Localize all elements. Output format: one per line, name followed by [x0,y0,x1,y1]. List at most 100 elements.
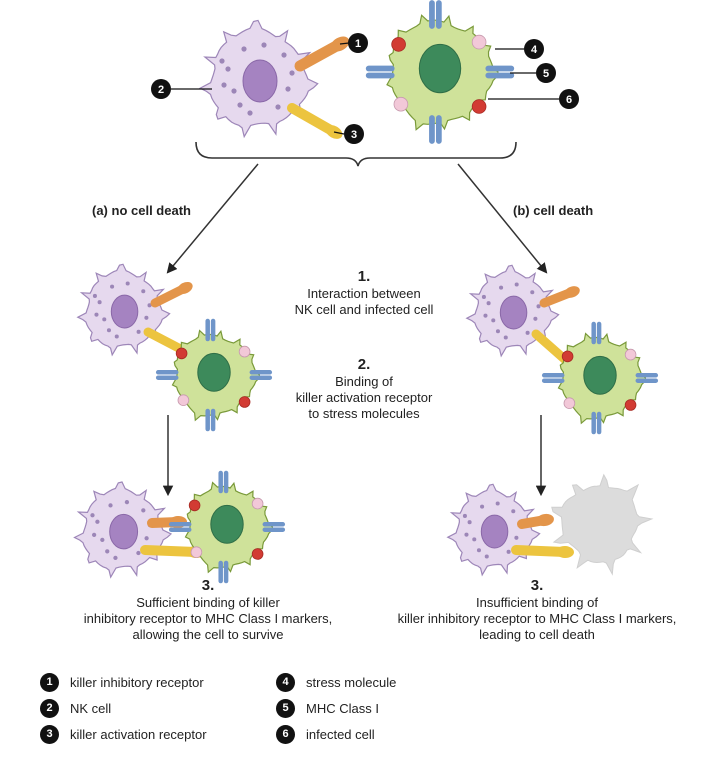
nk-granule [136,329,141,334]
step-1-number: 1. [357,268,371,285]
step-3-right-line-3: leading to cell death [479,627,595,642]
nk-granule [94,312,99,317]
infected-cell-step2-right [541,321,659,435]
legend-label: killer activation receptor [70,726,207,742]
nk-granule [92,293,97,298]
nk-granule [289,70,295,76]
nk-granule [219,58,225,64]
callout-badge [536,63,556,83]
step-2-number: 2. [357,356,371,373]
callout-leader [333,131,345,135]
nk-cell-nucleus [110,294,139,329]
grouping-bracket [195,141,517,167]
nk-granule [237,102,243,108]
nk-cell-step3-right [446,483,574,577]
infected-cell-top [365,0,515,144]
stress-molecule [561,350,574,363]
callout-badge [344,124,364,144]
stress-molecule [393,96,409,112]
step-3-left-line-1: Sufficient binding of killer [136,595,280,610]
stress-molecule [175,347,188,360]
nk-granule [124,499,130,505]
callout-badge [559,89,579,109]
step-1-line-2: NK cell and infected cell [294,302,434,317]
nk-granule [506,549,511,554]
nk-granule [503,335,508,340]
legend-badge-6: 6 [276,724,295,744]
stress-molecule [238,345,251,358]
nk-granule [221,82,227,88]
nk-granule [285,86,291,92]
receptor-head [177,281,193,295]
nk-granule [464,532,469,537]
nk-granule [530,290,535,295]
nk-granule [225,66,231,72]
nk-granule [499,285,504,290]
infected-cell-nucleus [418,43,462,94]
receptor-head [556,545,574,559]
stress-molecule [391,37,406,52]
nk-granule [141,508,146,513]
callout-number: 1 [355,38,361,50]
legend-item-killer-inhibitory-receptor: 1 killer inhibitory receptor [40,672,204,692]
nk-granule [495,501,500,506]
stress-molecule [471,34,487,50]
nk-granule [514,535,519,540]
nk-granule [472,537,477,542]
nk-granule [536,304,541,309]
nk-granule [247,110,253,116]
nk-granule [481,294,486,299]
callout-4: 4 [495,39,544,59]
step-3-right-line-1: Insufficient binding of [476,595,598,610]
legend-label: MHC Class I [306,700,379,716]
infected-cell-nucleus [197,352,231,392]
nk-granule [110,284,115,289]
stress-molecule [624,348,637,361]
stress-molecule [177,394,190,407]
nk-granule [105,549,110,554]
nk-granule [462,513,467,518]
callout-number: 2 [158,84,164,96]
nk-granule [144,315,149,320]
stress-molecule [251,548,264,560]
nk-granule [91,532,97,538]
stress-molecule [188,499,201,512]
step-3-left-line-2: inhibitory receptor to MHC Class I marke… [83,611,333,626]
nk-granule [95,519,100,524]
callout-badge [524,39,544,59]
nk-granule [106,328,111,333]
nk-granule [476,548,481,553]
nk-granule [141,289,146,294]
callout-number: 5 [543,68,549,80]
nk-cell-nucleus [109,513,139,550]
nk-granule [514,282,519,287]
callout-5: 5 [510,63,556,83]
legend-item-killer-activation-receptor: 3 killer activation receptor [40,724,207,744]
legend-item-nk-cell: 2 NK cell [40,698,111,718]
callout-badge [348,33,368,53]
infected-cell-nucleus [210,504,244,544]
nk-granule [467,520,472,525]
nk-cell-nucleus [480,514,509,549]
step-1-line-1: Interaction between [307,286,421,301]
step-3-left-number: 3. [201,577,215,594]
legend-badge-2: 2 [40,698,59,718]
nk-granule [511,509,516,514]
step-3-right-text: 3. Insufficient binding of killer inhibi… [372,577,702,643]
legend-item-infected-cell: 6 infected cell [276,724,375,744]
nk-granule [231,88,237,94]
nk-granule [281,52,287,58]
legend-badge-1: 1 [40,672,59,692]
step-3-left-text: 3. Sufficient binding of killer inhibito… [58,577,358,643]
nk-granule [491,318,496,323]
stress-molecule [563,397,576,410]
arrow-branch-left [166,163,259,274]
branch-label-cell-death: (b) cell death [513,203,594,218]
nk-granule [480,504,485,509]
legend-item-mhc-class-i: 5 MHC Class I [276,698,379,718]
nk-granule [533,316,538,321]
legend-label: stress molecule [306,674,397,690]
nk-granule [100,537,105,542]
step-2-line-1: Binding of [335,374,393,389]
